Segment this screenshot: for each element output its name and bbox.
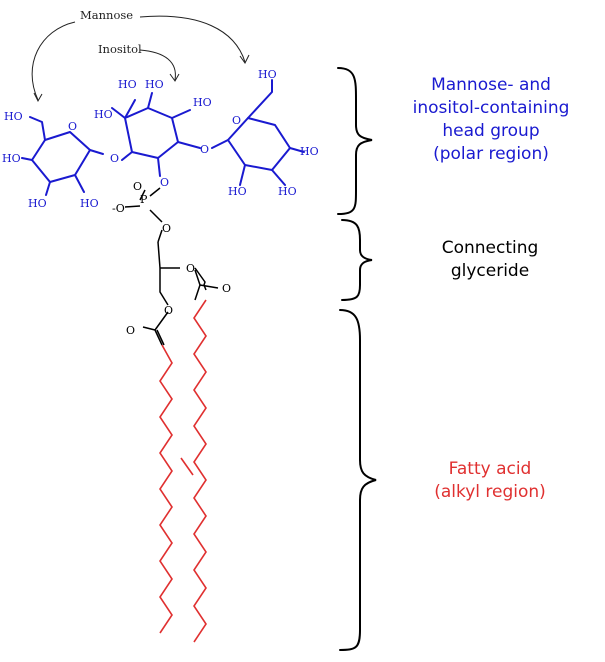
mannose-arrow-right [139,15,246,63]
right-mannose-oh-2: HO [228,185,247,198]
right-mannose-oh-4: HO [300,145,319,158]
right-mannose-bonds [211,79,305,186]
phosphate-anion-o: -O [112,202,125,215]
left-mannose-oh-3: HO [28,197,47,210]
phosphate-bonds [124,187,163,243]
glyceride-ester-o-right: O [186,262,195,275]
inositol-ring [124,107,179,159]
inositol-oh-b: HO [145,78,164,91]
inositol-substituents [111,92,201,177]
region-braces [337,67,377,651]
head-group-label: Mannose- and inositol-containing head gr… [398,74,584,166]
brace-glyceride [341,219,373,301]
inositol-oh-a: HO [118,78,137,91]
left-mannose-ring-o: O [68,120,77,133]
head-group-structure [21,79,305,196]
inositol-arrow [139,49,176,81]
right-chain-methyl-branch [180,457,194,476]
phosphate-oxo-o: O [133,180,142,193]
ester-right [194,269,219,301]
glycosidic-o-right: O [200,143,209,156]
head-group-label-line: Mannose- and [431,75,551,95]
mannose-arrow-label: Mannose [80,8,133,22]
fatty-acid-label-line: (alkyl region) [434,482,546,502]
brace-fatty-acid [339,309,377,651]
right-mannose-ring-o: O [232,114,241,127]
phosphate-ester-o-upper: O [160,176,169,189]
right-mannose-oh-3: HO [278,185,297,198]
arrowhead-inositol [169,73,180,82]
glyceride-label-line: Connecting [441,238,539,258]
glyceride-label-line: glyceride [450,261,530,281]
inositol-oh-d: HO [94,108,113,121]
glyceride-ester-o-left: O [164,304,173,317]
left-mannose-ring [31,131,91,183]
fatty-acid-label: Fatty acid (alkyl region) [420,458,560,504]
left-mannose-oh-2: HO [80,197,99,210]
left-alkyl-chain [159,344,173,634]
head-group-label-line: (polar region) [433,144,549,164]
left-mannose-bonds [21,116,104,196]
brace-head-group [337,67,373,215]
inositol-arrow-label: Inositol [98,42,142,56]
glyceride-structure [124,187,219,346]
phosphorus-atom: P [140,193,148,206]
left-mannose-oh-6: HO [4,110,23,123]
arrowhead-mannose-left [33,92,43,103]
left-mannose-oh-4: HO [2,152,21,165]
right-mannose-oh-6: HO [258,68,277,81]
mannose-arrow-left [31,21,76,101]
inositol-oh-c: HO [193,96,212,109]
glyceride-label: Connecting glyceride [420,237,560,283]
fatty-acid-label-line: Fatty acid [448,459,532,479]
fatty-acid-chains [159,299,207,643]
glycosidic-o-left: O [110,152,119,165]
head-group-label-line: head group [442,121,540,141]
ester-left [142,311,169,346]
carbonyl-o-right: O [222,282,231,295]
annotation-arrows [31,15,250,103]
head-group-label-line: inositol-containing [412,98,570,118]
right-alkyl-chain [193,299,207,643]
glycerol-backbone [157,241,207,306]
phosphate-ester-o-lower: O [162,222,171,235]
arrowhead-mannose-right [239,54,250,64]
carbonyl-o-left: O [126,324,135,337]
